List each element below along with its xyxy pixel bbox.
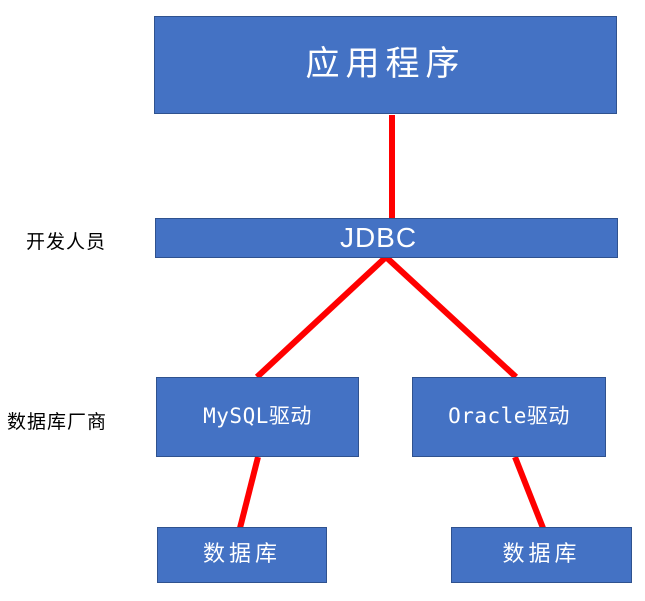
node-jdbc-label: JDBC [339,221,418,253]
connector-mysql-driver-to-database [237,456,261,529]
side-label-database-vendor: 数据库厂商 [7,407,107,434]
connector-jdbc-to-oracle-driver [383,254,519,380]
node-oracle-driver-label: Oracle驱动 [448,404,570,429]
node-application[interactable]: 应用程序 [154,16,617,114]
side-label-database-vendor-text: 数据库厂商 [7,412,108,433]
node-mysql-driver[interactable]: MySQL驱动 [156,377,359,457]
node-database-right[interactable]: 数据库 [451,527,632,583]
node-database-right-label: 数据库 [502,541,581,567]
node-mysql-driver-label: MySQL驱动 [203,404,312,429]
node-oracle-driver[interactable]: Oracle驱动 [412,377,606,457]
node-database-left-label: 数据库 [202,541,281,567]
side-label-developer: 开发人员 [26,227,106,254]
connector-jdbc-to-mysql-driver [254,254,389,380]
node-database-left[interactable]: 数据库 [157,527,327,583]
side-label-developer-text: 开发人员 [26,232,107,253]
node-jdbc[interactable]: JDBC [155,218,618,258]
node-application-label: 应用程序 [305,44,466,85]
connector-oracle-driver-to-database [512,455,546,530]
